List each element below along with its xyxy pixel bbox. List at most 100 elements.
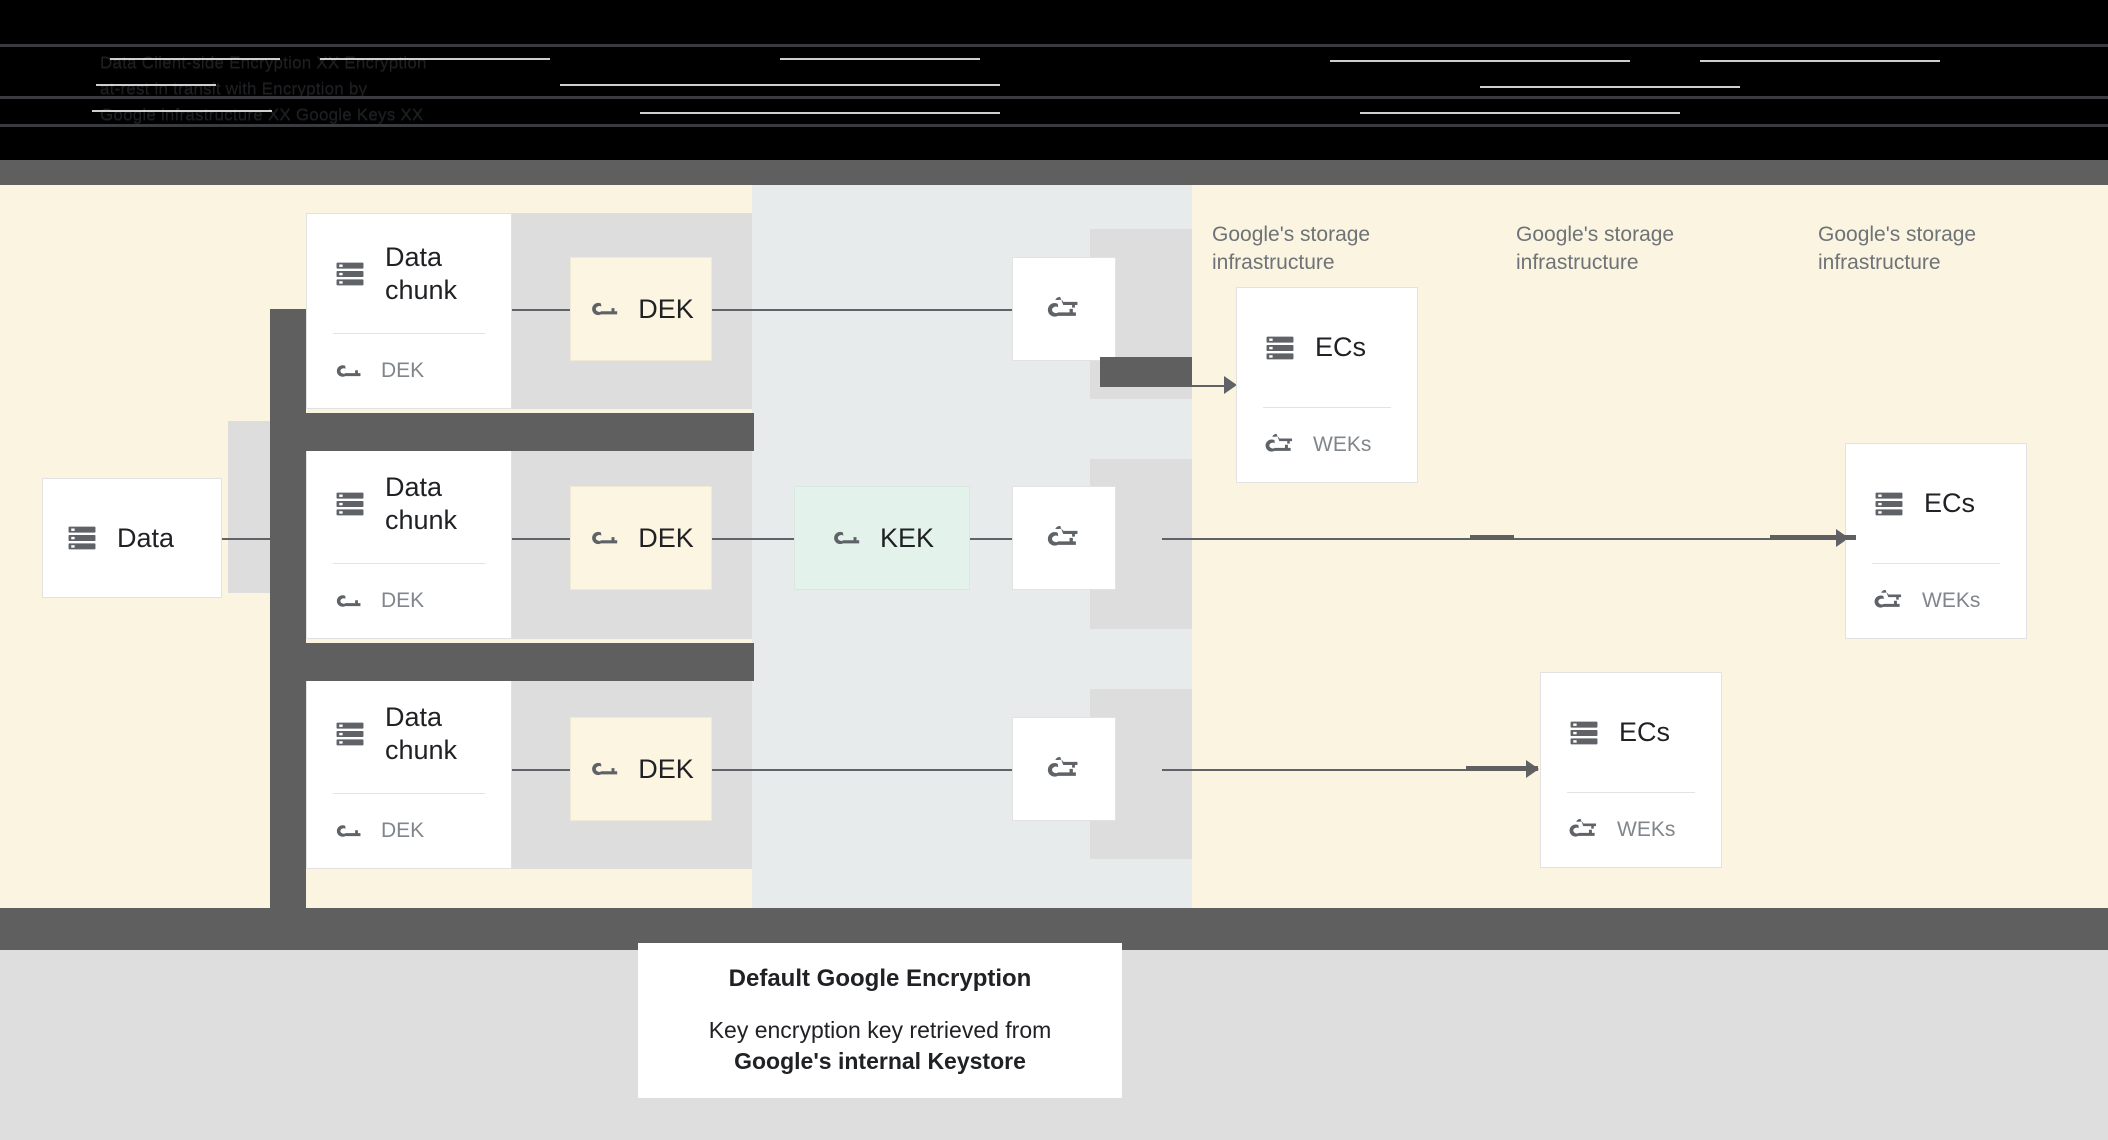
storage-ecs-card[interactable]: ECs WEKs [1236,287,1418,483]
redaction-bar [110,58,280,60]
caption-title: Default Google Encryption [728,965,1032,993]
redaction-bar [0,96,2108,99]
storage-card-key-label: WEKs [1313,433,1372,456]
occlusion-bar [270,309,306,955]
top-divider-band [0,160,2108,185]
database-icon [333,487,367,521]
dek-label: DEK [638,753,694,784]
redacted-text-line-1: Data Client-side Encryption XX Encryptio… [100,53,427,72]
redaction-bar [320,58,550,60]
connector-data-to-chunks [222,538,298,540]
double-key-icon [1045,517,1083,560]
storage-card-key-label: WEKs [1922,589,1981,612]
key-icon [588,521,622,555]
database-icon [333,717,367,751]
occlusion-bar [1466,766,1538,771]
kek-label: KEK [879,522,935,553]
double-key-icon [1263,426,1297,465]
connector-chunk2-to-dek2 [498,538,582,540]
redaction-bar [640,112,1000,114]
occlusion-bar [270,643,754,681]
storage-card-key-label: WEKs [1617,818,1676,841]
key-icon [333,585,365,617]
redaction-bar [92,110,272,112]
card-divider [1263,407,1391,408]
key-icon [333,355,365,387]
connector-dek3-to-wek3 [712,769,1012,771]
data-card[interactable]: Data [42,478,222,598]
card-divider [333,793,485,794]
data-chunk-title: Data chunk [385,701,458,765]
occlusion-bar [270,413,754,451]
database-icon [333,257,367,291]
storage-infra-label: Google's storage infrastructure [1212,223,1371,274]
dek-label: DEK [638,522,694,553]
connector-chunk3-to-dek3 [498,769,582,771]
dek-label: DEK [638,293,694,324]
wrapped-key-box[interactable] [1012,486,1116,590]
redaction-bar [1700,60,1940,62]
redaction-bar [560,84,1000,86]
database-icon [65,521,99,555]
connector-wek3-to-storage2 [1162,769,1532,771]
redaction-bar [1480,86,1740,88]
database-icon [1567,716,1601,750]
data-chunk-card[interactable]: Data chunk DEK [306,213,512,409]
card-divider [333,333,485,334]
key-icon [588,292,622,326]
redaction-bar [96,84,216,86]
redaction-bar [0,44,2108,47]
redaction-bar [1330,60,1630,62]
data-chunk-title: Data chunk [385,471,458,535]
redaction-bar [1360,112,1680,114]
storage-card-title: ECs [1315,332,1367,363]
wrapped-key-box[interactable] [1012,717,1116,821]
card-divider [1567,792,1695,793]
kek-box[interactable]: KEK [794,486,970,590]
storage-infra-label: Google's storage infrastructure [1818,223,1977,274]
data-chunk-title: Data chunk [385,241,458,305]
arrowhead-icon [1224,376,1237,394]
storage-infra-label: Google's storage infrastructure [1516,223,1675,274]
caption-line-1: Key encryption key retrieved from [708,1017,1052,1044]
data-chunk-card[interactable]: Data chunk DEK [306,673,512,869]
connector-chunk1-to-dek1 [498,309,582,311]
double-key-icon [1567,811,1601,850]
storage-card-title: ECs [1619,717,1671,748]
data-chunk-key-label: DEK [381,819,425,842]
data-chunk-key-label: DEK [381,589,425,612]
card-divider [333,563,485,564]
caption-body: Key encryption key retrieved from Google… [709,1015,1052,1076]
storage-ecs-card[interactable]: ECs WEKs [1540,672,1722,868]
occlusion-bar [1470,535,1514,540]
dek-box[interactable]: DEK [570,257,712,361]
caption-line-2: Google's internal Keystore [734,1047,1026,1074]
data-chunk-key-label: DEK [381,359,425,382]
redaction-bar [780,58,980,60]
double-key-icon [1045,748,1083,791]
database-icon [1263,331,1297,365]
redacted-header-region: Data Client-side Encryption XX Encryptio… [0,0,2108,160]
double-key-icon [1872,582,1906,621]
double-key-icon [1045,288,1083,331]
key-icon [588,752,622,786]
data-card-title: Data [117,522,175,553]
occlusion-bar [1100,357,1192,387]
connector-dek1-to-wek1 [712,309,1012,311]
dek-box[interactable]: DEK [570,717,712,821]
redaction-bar [0,124,2108,127]
caption-card: Default Google Encryption Key encryption… [638,943,1122,1098]
dek-box[interactable]: DEK [570,486,712,590]
redacted-text-line-2: at-rest in transit with Encryption by [100,79,368,98]
redacted-text-line-3: Google infrastructure XX Google Keys XX [100,105,424,124]
wrapped-key-box[interactable] [1012,257,1116,361]
occlusion-bar [1770,535,1856,540]
data-chunk-card[interactable]: Data chunk DEK [306,443,512,639]
card-divider [1872,563,2000,564]
database-icon [1872,487,1906,521]
key-icon [333,815,365,847]
diagram-canvas: Data Data chunk [0,185,2108,955]
key-icon [830,521,864,555]
storage-ecs-card[interactable]: ECs WEKs [1845,443,2027,639]
